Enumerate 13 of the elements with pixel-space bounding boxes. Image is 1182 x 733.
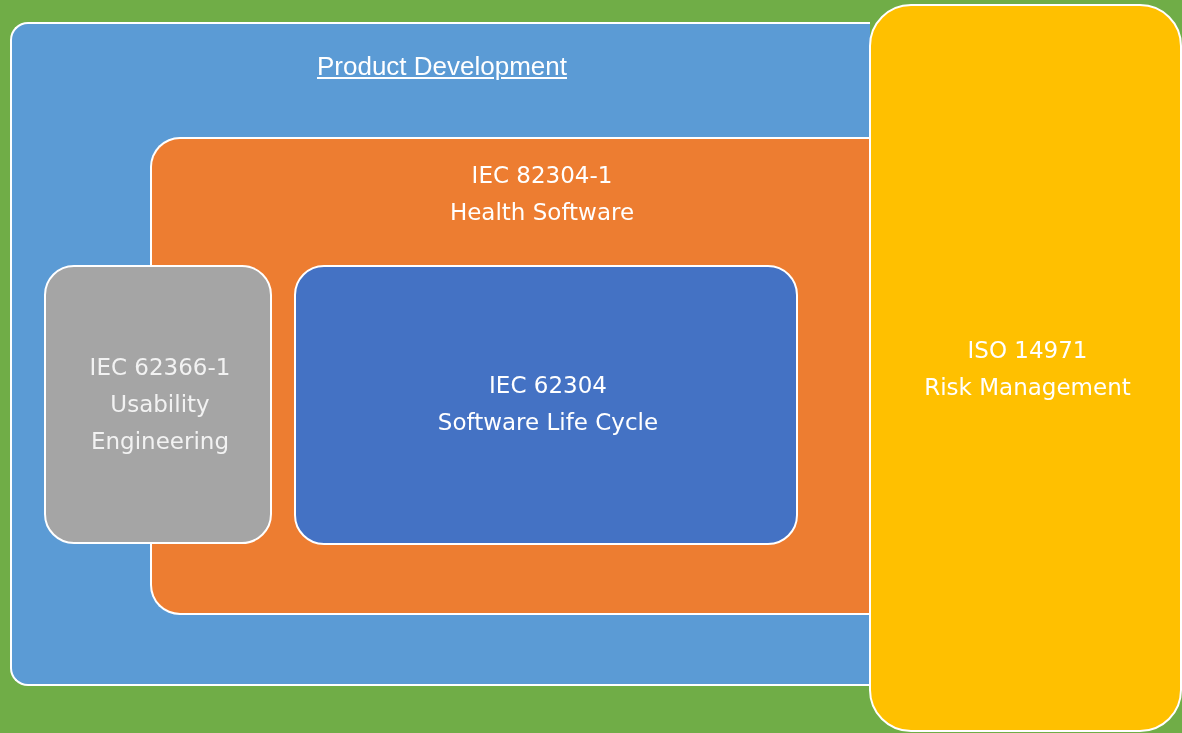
standard-box bbox=[869, 4, 1182, 732]
box-label: Health Software bbox=[448, 198, 636, 227]
box-label: Software Life Cycle bbox=[436, 408, 660, 437]
box-label: IEC 62366-1 bbox=[88, 353, 232, 382]
panel-title: Product Development bbox=[316, 50, 568, 83]
standard-box bbox=[294, 265, 798, 545]
box-label: ISO 14971 bbox=[966, 336, 1089, 365]
section-panel bbox=[10, 22, 870, 686]
box-label: IEC 82304-1 bbox=[470, 161, 614, 190]
standard-box bbox=[44, 265, 272, 544]
box-label: IEC 62304 bbox=[488, 371, 608, 400]
box-label: Risk Management bbox=[923, 373, 1132, 402]
box-label: Usability Engineering bbox=[90, 390, 230, 456]
